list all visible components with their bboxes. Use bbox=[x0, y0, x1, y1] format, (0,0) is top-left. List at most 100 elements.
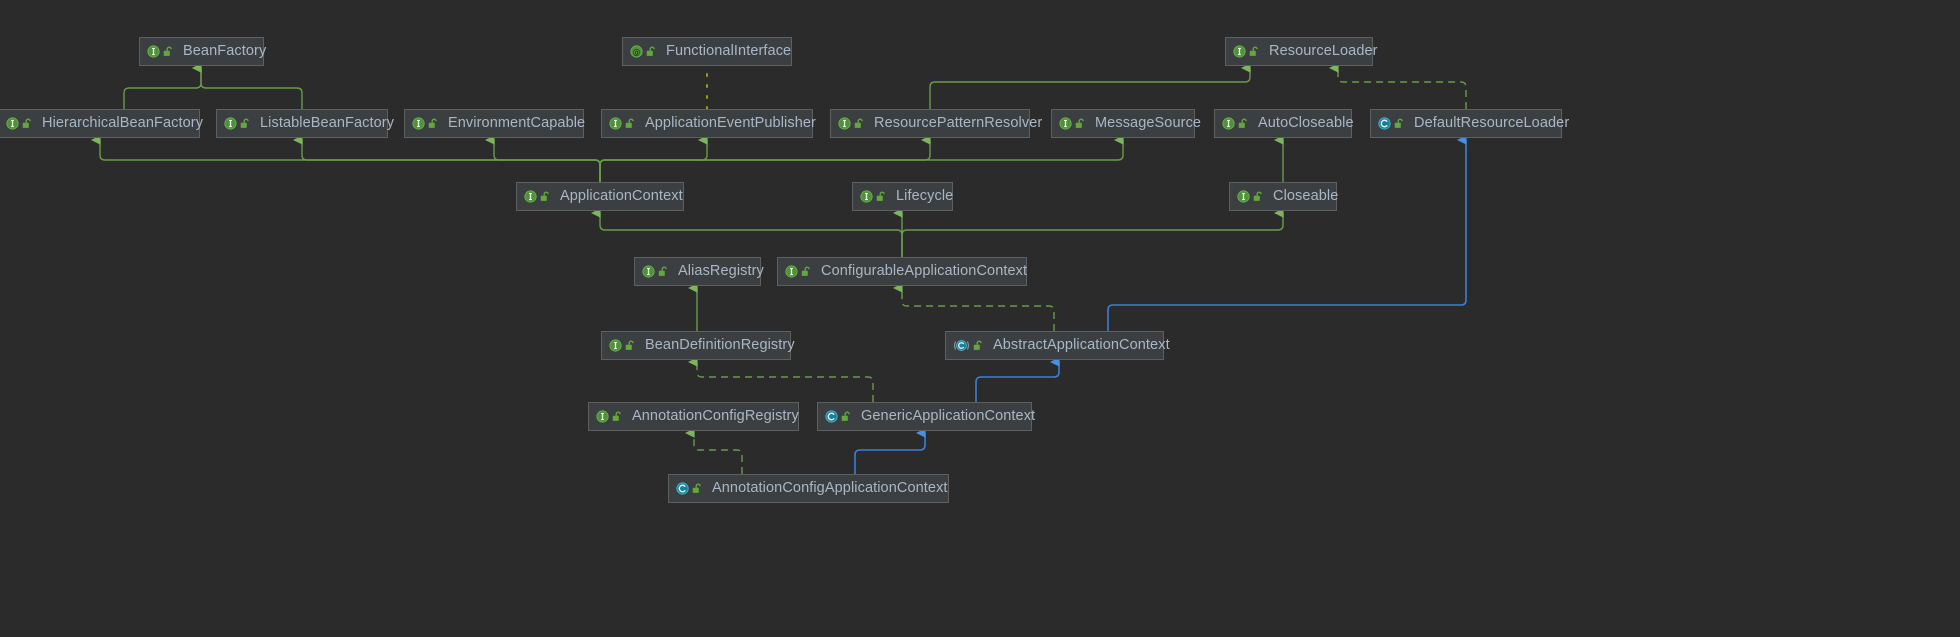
class-node-hierarchicalbeanfactory[interactable]: HierarchicalBeanFactory bbox=[0, 109, 204, 138]
class-node-lifecycle[interactable]: Lifecycle bbox=[852, 182, 953, 211]
interface-icon bbox=[609, 117, 622, 130]
class-node-annotationconfigapplicationcontext[interactable]: AnnotationConfigApplicationContext bbox=[668, 474, 949, 503]
public-unlocked-icon bbox=[1394, 118, 1405, 130]
class-node-autocloseable[interactable]: AutoCloseable bbox=[1214, 109, 1354, 138]
class-node-label: ConfigurableApplicationContext bbox=[821, 263, 1028, 280]
class-node-messagesource[interactable]: MessageSource bbox=[1051, 109, 1201, 138]
class-node-resourceloader[interactable]: ResourceLoader bbox=[1225, 37, 1378, 66]
class-icon bbox=[825, 410, 838, 423]
edge-applicationcontext-listablebeanfactory bbox=[292, 135, 601, 182]
public-unlocked-icon bbox=[1253, 191, 1264, 203]
edge-configurableapplicationcontext-closeable bbox=[901, 208, 1284, 257]
class-node-label: EnvironmentCapable bbox=[448, 115, 586, 132]
edge-listablebeanfactory-beanfactory bbox=[191, 63, 303, 109]
edge-genericapplicationcontext-abstractapplicationcontext bbox=[975, 357, 1060, 402]
edge-genericapplicationcontext-beandefinitionregistry bbox=[687, 357, 874, 402]
public-unlocked-icon bbox=[876, 191, 887, 203]
interface-icon bbox=[609, 339, 622, 352]
interface-icon bbox=[596, 410, 609, 423]
class-node-configurableapplicationcontext[interactable]: ConfigurableApplicationContext bbox=[777, 257, 1027, 286]
edge-annotationconfigapplicationcontext-genericapplicationcontext bbox=[854, 428, 926, 474]
class-node-resourcepatternresolver[interactable]: ResourcePatternResolver bbox=[830, 109, 1042, 138]
edge-resourcepatternresolver-resourceloader bbox=[929, 63, 1251, 109]
class-icon bbox=[676, 482, 689, 495]
edge-applicationcontext-hierarchicalbeanfactory bbox=[90, 135, 601, 182]
class-node-applicationcontext[interactable]: ApplicationContext bbox=[516, 182, 684, 211]
public-unlocked-icon bbox=[240, 118, 251, 130]
class-node-label: AliasRegistry bbox=[678, 263, 764, 280]
public-unlocked-icon bbox=[625, 118, 636, 130]
public-unlocked-icon bbox=[163, 46, 174, 58]
edge-applicationcontext-resourcepatternresolver bbox=[599, 135, 931, 182]
class-node-aliasregistry[interactable]: AliasRegistry bbox=[634, 257, 764, 286]
public-unlocked-icon bbox=[1075, 118, 1086, 130]
public-unlocked-icon bbox=[658, 266, 669, 278]
class-node-label: AnnotationConfigRegistry bbox=[632, 408, 799, 425]
class-node-label: ApplicationContext bbox=[560, 188, 683, 205]
class-node-label: FunctionalInterface bbox=[666, 43, 792, 60]
interface-icon bbox=[147, 45, 160, 58]
class-node-label: GenericApplicationContext bbox=[861, 408, 1036, 425]
edge-hierarchicalbeanfactory-beanfactory bbox=[123, 63, 202, 109]
public-unlocked-icon bbox=[692, 483, 703, 495]
interface-icon bbox=[1237, 190, 1250, 203]
public-unlocked-icon bbox=[428, 118, 439, 130]
abstract-class-icon bbox=[953, 339, 970, 352]
edge-applicationcontext-environmentcapable bbox=[484, 135, 601, 182]
public-unlocked-icon bbox=[854, 118, 865, 130]
class-node-label: ResourceLoader bbox=[1269, 43, 1378, 60]
public-unlocked-icon bbox=[625, 340, 636, 352]
class-node-beandefinitionregistry[interactable]: BeanDefinitionRegistry bbox=[601, 331, 795, 360]
class-node-annotationconfigregistry[interactable]: AnnotationConfigRegistry bbox=[588, 402, 799, 431]
edge-configurableapplicationcontext-applicationcontext bbox=[590, 208, 903, 257]
class-node-label: ResourcePatternResolver bbox=[874, 115, 1043, 132]
class-node-label: MessageSource bbox=[1095, 115, 1202, 132]
interface-icon bbox=[524, 190, 537, 203]
class-node-functionalinterface[interactable]: @ FunctionalInterface bbox=[622, 37, 792, 66]
class-node-label: AutoCloseable bbox=[1258, 115, 1354, 132]
edges-implements-solid bbox=[90, 63, 1284, 331]
interface-icon bbox=[642, 265, 655, 278]
public-unlocked-icon bbox=[973, 340, 984, 352]
public-unlocked-icon bbox=[841, 411, 852, 423]
class-node-abstractapplicationcontext[interactable]: AbstractApplicationContext bbox=[945, 331, 1170, 360]
class-node-genericapplicationcontext[interactable]: GenericApplicationContext bbox=[817, 402, 1036, 431]
public-unlocked-icon bbox=[22, 118, 33, 130]
class-node-label: HierarchicalBeanFactory bbox=[42, 115, 204, 132]
class-node-applicationeventpublisher[interactable]: ApplicationEventPublisher bbox=[601, 109, 816, 138]
class-node-environmentcapable[interactable]: EnvironmentCapable bbox=[404, 109, 586, 138]
interface-icon bbox=[860, 190, 873, 203]
public-unlocked-icon bbox=[646, 46, 657, 58]
class-node-beanfactory[interactable]: BeanFactory bbox=[139, 37, 267, 66]
interface-icon bbox=[785, 265, 798, 278]
svg-text:@: @ bbox=[633, 47, 641, 56]
edge-abstractapplicationcontext-configurableapplicationcontext bbox=[892, 283, 1055, 331]
class-node-defaultresourceloader[interactable]: DefaultResourceLoader bbox=[1370, 109, 1569, 138]
class-icon bbox=[1378, 117, 1391, 130]
class-node-label: Lifecycle bbox=[896, 188, 954, 205]
class-node-label: ApplicationEventPublisher bbox=[645, 115, 816, 132]
edge-abstractapplicationcontext-defaultresourceloader bbox=[1107, 135, 1467, 331]
edge-applicationcontext-applicationeventpublisher bbox=[599, 135, 708, 182]
public-unlocked-icon bbox=[1249, 46, 1260, 58]
edge-applicationcontext-messagesource bbox=[599, 135, 1124, 182]
class-node-listablebeanfactory[interactable]: ListableBeanFactory bbox=[216, 109, 394, 138]
public-unlocked-icon bbox=[1238, 118, 1249, 130]
class-node-label: AbstractApplicationContext bbox=[993, 337, 1170, 354]
class-node-closeable[interactable]: Closeable bbox=[1229, 182, 1339, 211]
interface-icon bbox=[412, 117, 425, 130]
public-unlocked-icon bbox=[612, 411, 623, 423]
edge-annotationconfigapplicationcontext-annotationconfigregistry bbox=[684, 428, 743, 474]
class-node-label: DefaultResourceLoader bbox=[1414, 115, 1570, 132]
interface-icon bbox=[1059, 117, 1072, 130]
interface-icon bbox=[838, 117, 851, 130]
class-node-label: ListableBeanFactory bbox=[260, 115, 395, 132]
class-node-label: Closeable bbox=[1273, 188, 1339, 205]
public-unlocked-icon bbox=[540, 191, 551, 203]
class-node-label: AnnotationConfigApplicationContext bbox=[712, 480, 948, 497]
class-node-label: BeanFactory bbox=[183, 43, 267, 60]
interface-icon bbox=[1222, 117, 1235, 130]
annotation-icon: @ bbox=[630, 45, 643, 58]
interface-icon bbox=[224, 117, 237, 130]
